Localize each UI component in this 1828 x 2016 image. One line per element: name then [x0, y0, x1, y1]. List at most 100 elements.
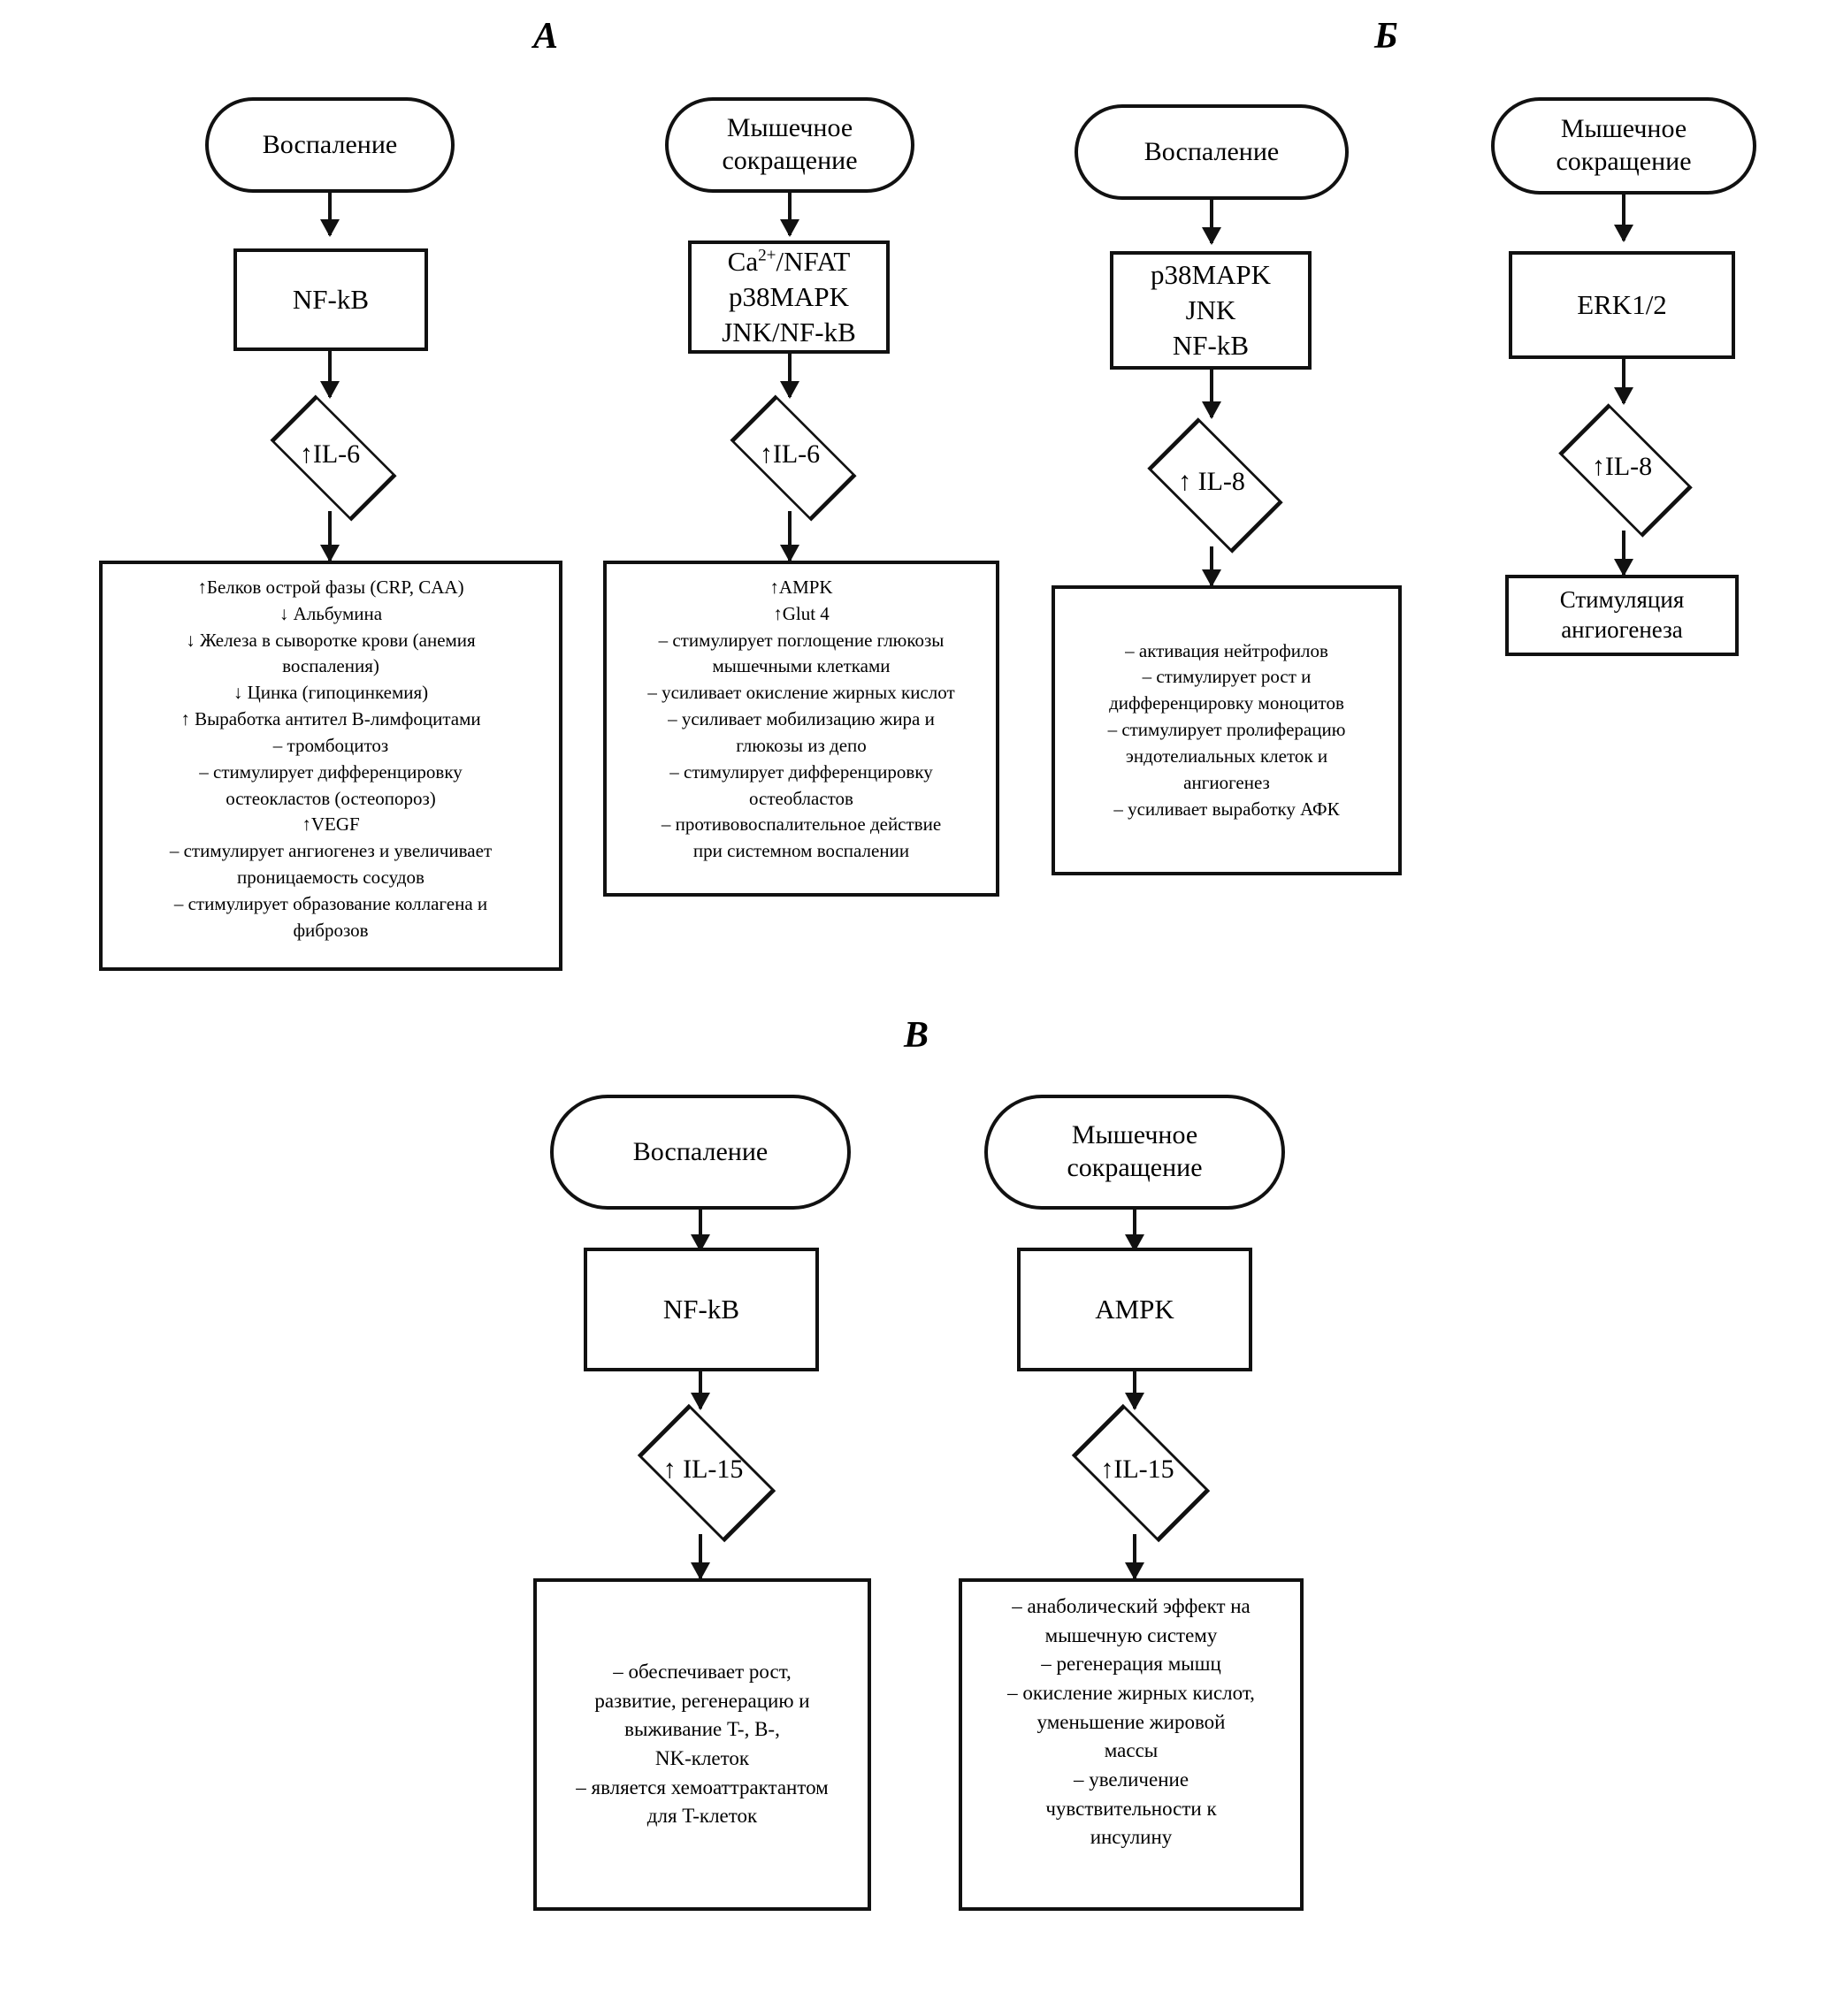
node-label: ↑IL-8: [1591, 452, 1653, 481]
effect-line: – тромбоцитоз: [272, 734, 389, 756]
effect-line: ↑AMPK: [769, 577, 833, 598]
node-label: ↑IL-15: [1100, 1455, 1174, 1484]
arrow-a2-cytokine-to-effects: [788, 511, 792, 561]
arrow-a1-trigger-to-pathway: [328, 193, 332, 235]
effect-line: ↑Glut 4: [773, 602, 830, 624]
effect-line: – стимулирует образование коллагена и: [173, 892, 488, 914]
panel-letter-v: В: [904, 1015, 929, 1056]
effect-line: проницаемость сосудов: [237, 866, 424, 888]
node-label-line2: сокращение: [1067, 1153, 1203, 1182]
arrow-b1-cytokine-to-effects: [1210, 546, 1213, 585]
node-label: NF-kB: [292, 283, 370, 315]
node-label-line2: сокращение: [1556, 147, 1692, 176]
node-pathway-v2[interactable]: AMPK: [1017, 1248, 1252, 1371]
node-label-line2: сокращение: [722, 146, 858, 175]
effect-line: – стимулирует рост и: [1142, 666, 1312, 688]
effect-line: чувствительности к: [1045, 1797, 1217, 1820]
node-trigger-v1[interactable]: Воспаление: [550, 1095, 851, 1210]
node-label-line1: Мышечное: [1560, 114, 1687, 144]
arrow-a1-cytokine-to-effects: [328, 511, 332, 561]
effect-line: ↓ Альбумина: [279, 602, 383, 624]
effect-line: мышечную систему: [1044, 1623, 1218, 1646]
arrow-b1-pathway-to-cytokine: [1210, 370, 1213, 417]
effect-line: развитие, регенерацию и: [594, 1689, 810, 1712]
node-trigger-a2[interactable]: Мышечное сокращение: [665, 97, 914, 193]
effect-line: ангиогенез: [1183, 771, 1270, 793]
node-cytokine-b2[interactable]: ↑IL-8: [1516, 401, 1728, 538]
node-effects-v2[interactable]: – анаболический эффект на мышечную систе…: [959, 1578, 1304, 1911]
effect-line: ↑VEGF: [302, 813, 360, 836]
panel-letter-a: А: [533, 16, 559, 57]
arrow-v2-cytokine-to-effects: [1133, 1534, 1136, 1578]
node-trigger-a1[interactable]: Воспаление: [205, 97, 455, 193]
node-trigger-b2[interactable]: Мышечное сокращение: [1491, 97, 1756, 195]
node-effects-a1[interactable]: ↑Белков острой фазы (CRP, CAA) ↓ Альбуми…: [99, 561, 562, 971]
node-pathway-a2[interactable]: Ca2+/NFAT p38MAPK JNK/NF-kB: [688, 241, 890, 354]
effect-line: для T-клеток: [646, 1805, 758, 1828]
effect-line: глюкозы из депо: [736, 734, 867, 756]
node-result-b2[interactable]: Стимуляция ангиогенеза: [1505, 575, 1739, 656]
effect-line: мышечными клетками: [712, 655, 891, 677]
node-label-line2: JNK: [1185, 294, 1236, 325]
node-trigger-b1[interactable]: Воспаление: [1075, 104, 1349, 200]
node-label: ↑IL-6: [759, 439, 821, 469]
effect-line: ↓ Железа в сыворотке крови (анемия: [186, 629, 476, 651]
effect-line: – стимулирует ангиогенез и увеличивает: [169, 840, 493, 862]
effect-line: – противовоспалительное действие: [661, 813, 942, 836]
node-label-line2: p38MAPK: [728, 280, 850, 312]
arrow-b1-trigger-to-pathway: [1210, 200, 1213, 243]
node-label: ERK1/2: [1577, 288, 1667, 320]
effect-line: – стимулирует дифференцировку: [669, 760, 933, 783]
effect-line: – активация нейтрофилов: [1125, 639, 1328, 661]
effect-line: ↑Белков острой фазы (CRP, CAA): [197, 577, 464, 598]
node-label-line1: Мышечное: [1071, 1120, 1198, 1150]
node-label: NF-kB: [662, 1293, 740, 1325]
effect-line: дифференцировку моноцитов: [1109, 692, 1344, 714]
node-pathway-a1[interactable]: NF-kB: [233, 248, 428, 351]
node-label: AMPK: [1095, 1293, 1174, 1325]
effect-line: выживание T-, B-,: [624, 1718, 780, 1741]
effect-line: – является хемоаттрактантом: [576, 1775, 829, 1798]
effect-line: – усиливает мобилизацию жира и: [668, 708, 935, 730]
arrow-a2-pathway-to-cytokine: [788, 354, 792, 397]
arrow-a1-pathway-to-cytokine: [328, 351, 332, 397]
effect-line: инсулину: [1090, 1826, 1173, 1849]
node-label: Воспаление: [632, 1136, 769, 1166]
node-label-line3: JNK/NF-kB: [722, 317, 856, 348]
effect-line: – стимулирует поглощение глюкозы: [658, 629, 945, 651]
node-label-line1: p38MAPK: [1150, 258, 1272, 290]
node-label-line3: NF-kB: [1172, 330, 1250, 362]
effect-line: – увеличение: [1073, 1768, 1189, 1791]
node-trigger-v2[interactable]: Мышечное сокращение: [984, 1095, 1285, 1210]
effect-line: – усиливает выработку АФК: [1113, 798, 1340, 820]
effect-line: эндотелиальных клеток и: [1125, 745, 1328, 767]
arrow-v2-pathway-to-cytokine: [1133, 1371, 1136, 1409]
effect-line: массы: [1104, 1739, 1159, 1762]
node-cytokine-a2[interactable]: ↑IL-6: [684, 394, 896, 522]
node-pathway-b2[interactable]: ERK1/2: [1509, 251, 1735, 359]
node-effects-b1[interactable]: – активация нейтрофилов – стимулирует ро…: [1052, 585, 1402, 875]
node-cytokine-v2[interactable]: ↑IL-15: [1027, 1403, 1248, 1543]
effect-line: ↓ Цинка (гипоцинкемия): [233, 682, 429, 704]
effect-line: остеобластов: [749, 787, 853, 809]
node-label-line1: Мышечное: [726, 113, 853, 143]
effect-line: – окисление жирных кислот,: [1007, 1681, 1255, 1704]
node-effects-v1[interactable]: – обеспечивает рост, развитие, регенерац…: [533, 1578, 871, 1911]
node-label: ↑ IL-8: [1178, 467, 1245, 496]
node-label: ↑IL-6: [299, 439, 361, 469]
node-cytokine-v1[interactable]: ↑ IL-15: [593, 1403, 814, 1543]
node-label-line1: Стимуляция: [1559, 586, 1685, 614]
node-cytokine-b1[interactable]: ↑ IL-8: [1105, 416, 1318, 554]
arrow-a2-trigger-to-pathway: [788, 193, 792, 235]
node-effects-a2[interactable]: ↑AMPK ↑Glut 4 – стимулирует поглощение г…: [603, 561, 999, 897]
effect-line: – усиливает окисление жирных кислот: [647, 682, 955, 704]
node-pathway-b1[interactable]: p38MAPK JNK NF-kB: [1110, 251, 1312, 370]
effect-line: – стимулирует дифференцировку: [199, 760, 463, 783]
arrow-b2-trigger-to-pathway: [1622, 195, 1625, 241]
node-pathway-v1[interactable]: NF-kB: [584, 1248, 819, 1371]
panel-letter-b: Б: [1374, 16, 1398, 57]
node-label-line2: ангиогенеза: [1561, 616, 1683, 643]
effect-line: – анаболический эффект на: [1012, 1595, 1251, 1617]
node-label-line1: Ca2+/NFAT: [727, 245, 851, 277]
node-cytokine-a1[interactable]: ↑IL-6: [224, 394, 436, 522]
